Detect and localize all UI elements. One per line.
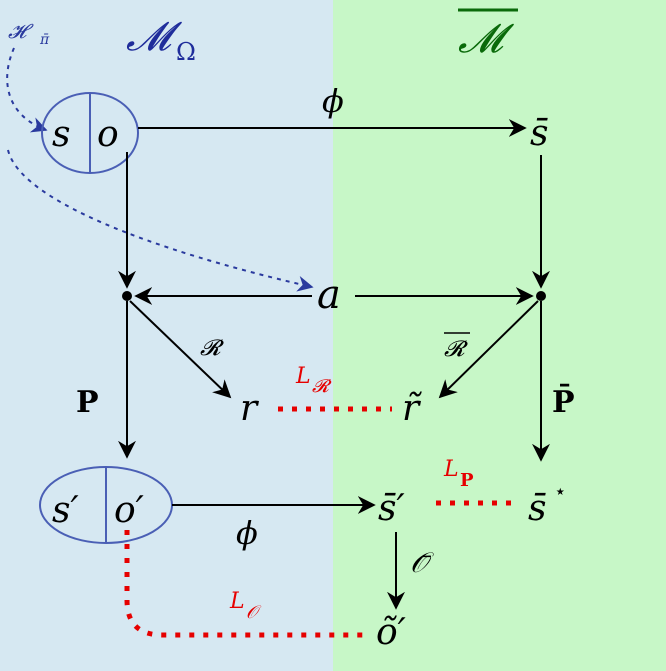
svg-text:o: o — [97, 114, 119, 155]
svg-text:s′: s′ — [52, 490, 79, 531]
state-observation-node: s o — [41, 92, 139, 174]
svg-text:L: L — [443, 457, 459, 482]
svg-text:P: P — [460, 470, 474, 491]
svg-text:𝓡: 𝓡 — [312, 376, 332, 397]
observation-loss-link — [124, 530, 370, 638]
transition-label: P — [76, 385, 99, 420]
svg-text:⋆: ⋆ — [554, 479, 567, 503]
left-junction-dot — [122, 291, 132, 301]
reward-loss-label: L 𝓡 — [295, 364, 332, 397]
reward-node: r — [240, 388, 259, 429]
action-node: a — [317, 272, 341, 318]
svg-text:o′: o′ — [114, 490, 144, 531]
abstract-state-node: s̄ — [530, 113, 548, 154]
svg-text:Ω: Ω — [176, 38, 196, 66]
predicted-next-state-node: s̄ ⋆ — [528, 479, 567, 529]
abstract-next-state-node: s̄′ — [378, 488, 405, 529]
phi-top-label: ϕ — [322, 82, 344, 120]
abstract-transition-label: P̄ — [552, 384, 575, 420]
svg-text:L: L — [229, 589, 245, 614]
svg-text:π̄: π̄ — [39, 32, 50, 48]
svg-text:s: s — [52, 114, 70, 155]
svg-text:L: L — [295, 364, 311, 389]
phi-bottom-label: ϕ — [236, 514, 258, 552]
reward-arrow — [129, 300, 232, 399]
reward-fn-label: 𝓡 — [200, 336, 224, 361]
history-arrow-to-state — [6, 47, 48, 133]
svg-text:𝓡: 𝓡 — [444, 337, 468, 362]
decoded-observation-node: õ′ — [376, 612, 406, 653]
abstract-reward-arrow — [438, 300, 539, 399]
abstract-reward-fn-label: 𝓡 — [444, 332, 470, 362]
right-junction-dot — [536, 291, 546, 301]
abstract-reward-node: r̃ — [402, 388, 422, 429]
transition-loss-label: L P — [443, 457, 474, 491]
region-m-bar — [333, 0, 666, 671]
svg-text:s̄: s̄ — [528, 488, 546, 529]
